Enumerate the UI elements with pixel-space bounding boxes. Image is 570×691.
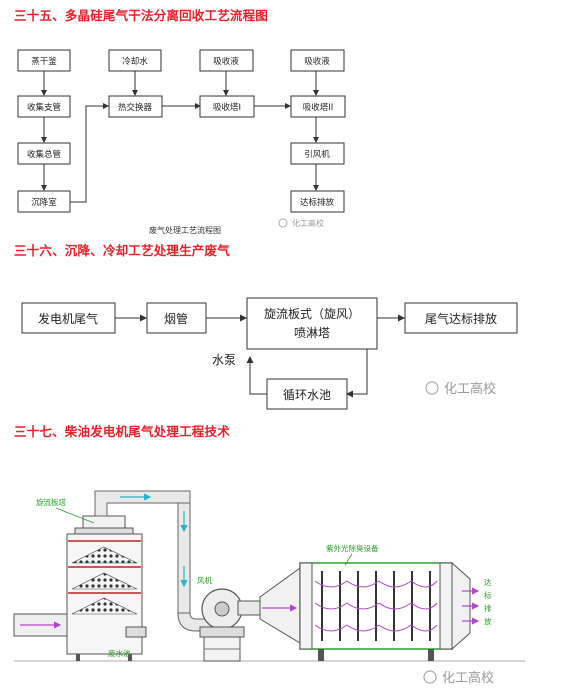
heading-36: 三十六、沉降、冷却工艺处理生产废气	[14, 243, 230, 258]
svg-text:沉降室: 沉降室	[31, 197, 57, 208]
box-absorb-liquid-1: 吸收液	[199, 49, 254, 72]
transition-cone	[259, 567, 301, 644]
svg-text:旋流板式（旋风）: 旋流板式（旋风）	[264, 307, 360, 321]
flow-diagram-35: 蒸干釜 收集支管 收集总管 沉降室 冷却水 热交换器 吸收液 吸收塔I 吸收液 …	[17, 49, 346, 235]
svg-text:循环水池: 循环水池	[283, 388, 331, 402]
svg-text:达: 达	[484, 577, 492, 587]
box-fan: 引风机	[290, 142, 345, 165]
box-heat-exchanger: 热交换器	[108, 95, 163, 118]
svg-text:发电机尾气: 发电机尾气	[38, 311, 98, 326]
svg-text:收集总管: 收集总管	[27, 149, 61, 160]
flow1-caption: 废气处理工艺流程图	[149, 225, 221, 235]
box-collect-main: 收集总管	[17, 142, 71, 165]
svg-text:化工高校: 化工高校	[442, 670, 494, 686]
box-absorb-liquid-2: 吸收液	[290, 49, 345, 72]
equipment-illustration: 旋流板塔 风机	[13, 490, 525, 686]
svg-text:引风机: 引风机	[304, 149, 330, 160]
svg-text:冷却水: 冷却水	[122, 56, 148, 67]
label-discharge: 达 标 排 放	[484, 577, 492, 626]
pump-label: 水泵	[212, 353, 236, 367]
svg-text:排: 排	[484, 603, 492, 613]
svg-text:喷淋塔: 喷淋塔	[294, 326, 330, 340]
watermark-3: 化工高校	[423, 670, 494, 686]
box-circulation-pool: 循环水池	[266, 378, 348, 410]
box-tail-discharge: 尾气达标排放	[404, 302, 518, 334]
box-spray-tower: 旋流板式（旋风） 喷淋塔	[246, 297, 378, 350]
box-chimney: 烟管	[146, 302, 207, 334]
box-collect-branch: 收集支管	[17, 95, 71, 118]
svg-text:吸收塔II: 吸收塔II	[303, 102, 334, 113]
svg-text:蒸干釜: 蒸干釜	[31, 56, 57, 67]
label-pool: 废水池	[108, 648, 131, 658]
svg-text:热交换器: 热交换器	[118, 102, 153, 113]
svg-text:放: 放	[484, 616, 492, 626]
svg-text:化工高校: 化工高校	[292, 218, 324, 228]
heading-35: 三十五、多晶硅尾气干法分离回收工艺流程图	[14, 8, 269, 23]
inlet-pipe	[13, 613, 73, 637]
label-uv: 紫外光除臭设备	[326, 543, 379, 553]
svg-text:化工高校: 化工高校	[444, 381, 496, 397]
svg-text:吸收塔I: 吸收塔I	[213, 102, 241, 113]
label-fan: 风机	[197, 575, 212, 585]
heading-37: 三十七、柴油发电机尾气处理工程技术	[14, 424, 230, 439]
box-settling: 沉降室	[17, 190, 71, 213]
cyclone-tower	[66, 515, 147, 661]
watermark-2: 化工高校	[425, 381, 496, 397]
svg-text:标: 标	[484, 590, 492, 600]
box-absorber-1: 吸收塔I	[199, 95, 255, 118]
label-tower: 旋流板塔	[36, 497, 66, 507]
box-genset: 发电机尾气	[21, 302, 116, 334]
watermark-1: 化工高校	[278, 218, 324, 228]
fan-unit	[199, 588, 261, 662]
svg-text:吸收液: 吸收液	[304, 56, 330, 67]
svg-text:烟管: 烟管	[164, 311, 188, 326]
box-cooling-water: 冷却水	[108, 49, 162, 72]
uv-deodorizer	[299, 561, 471, 661]
box-absorber-2: 吸收塔II	[290, 95, 346, 118]
svg-text:收集支管: 收集支管	[27, 102, 61, 113]
box-discharge: 达标排放	[290, 190, 345, 213]
outlet-arrows	[462, 587, 480, 625]
flow-diagram-36: 发电机尾气 烟管 旋流板式（旋风） 喷淋塔 尾气达标排放 循环水池 水泵 化工高…	[21, 297, 518, 410]
svg-text:吸收液: 吸收液	[213, 56, 239, 67]
box-steam: 蒸干釜	[17, 49, 71, 72]
svg-text:尾气达标排放: 尾气达标排放	[425, 311, 497, 326]
svg-text:达标排放: 达标排放	[300, 197, 335, 208]
